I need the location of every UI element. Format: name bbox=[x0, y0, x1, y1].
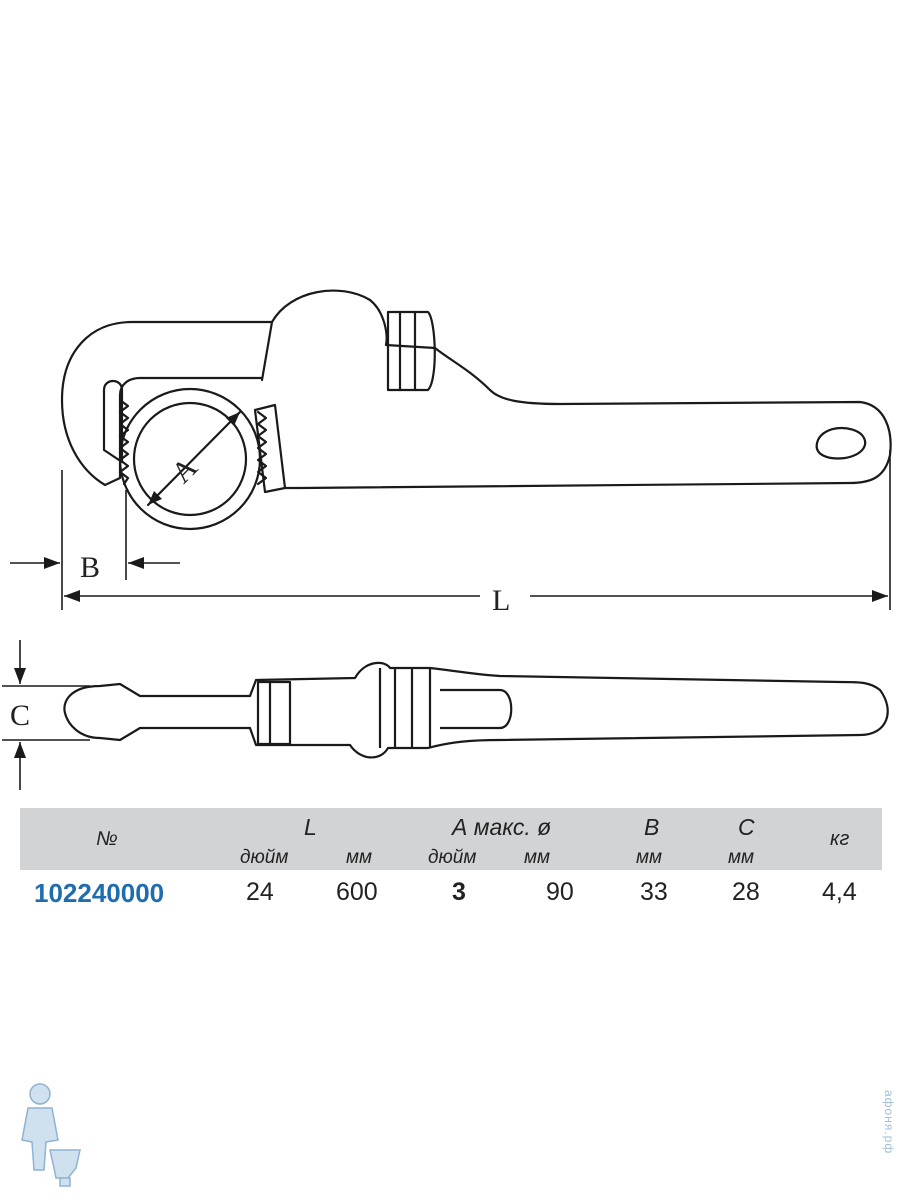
hook-jaw bbox=[60, 320, 274, 487]
cell-A-mm: 90 bbox=[546, 878, 574, 906]
cell-C-mm: 28 bbox=[732, 878, 760, 906]
header-C: C bbox=[738, 814, 755, 840]
cell-kg: 4,4 bbox=[822, 878, 857, 906]
wrench-housing bbox=[260, 289, 892, 490]
part-number: 102240000 bbox=[34, 878, 165, 908]
cell-L-inch: 24 bbox=[246, 878, 274, 906]
header-B: B bbox=[644, 814, 660, 840]
watermark-text: афоня.рф bbox=[882, 1090, 896, 1155]
spec-table: № L дюйм мм А макс. ø дюйм мм B мм C мм … bbox=[20, 808, 882, 914]
heel-teeth bbox=[256, 410, 268, 486]
top-view-outline bbox=[63, 661, 889, 759]
header-L: L bbox=[304, 814, 317, 840]
top-view-slot bbox=[440, 688, 513, 730]
spec-table-header: № L дюйм мм А макс. ø дюйм мм B мм C мм … bbox=[20, 808, 882, 870]
dim-a-label: A bbox=[165, 451, 204, 490]
header-A-inch: дюйм bbox=[428, 847, 477, 868]
pipe-inner-circle bbox=[132, 401, 248, 517]
hook-teeth bbox=[118, 398, 130, 486]
dim-b-label: B bbox=[80, 551, 100, 584]
top-view-jaw bbox=[256, 680, 292, 746]
cell-L-mm: 600 bbox=[336, 878, 378, 906]
wrench-technical-drawing: A B L C bbox=[2, 289, 892, 790]
header-L-mm: мм bbox=[346, 847, 373, 868]
header-L-inch: дюйм bbox=[240, 847, 289, 868]
dim-c-label: C bbox=[10, 699, 30, 732]
cell-B-mm: 33 bbox=[640, 878, 668, 906]
dim-l-label: L bbox=[492, 584, 510, 617]
pipe-circle bbox=[118, 387, 262, 531]
table-row: 102240000 24 600 3 90 33 28 4,4 bbox=[20, 870, 882, 914]
header-no: № bbox=[96, 828, 118, 850]
plumber-mascot-icon bbox=[21, 1083, 81, 1187]
header-B-mm: мм bbox=[636, 847, 663, 868]
header-C-mm: мм bbox=[728, 847, 755, 868]
header-A-mm: мм bbox=[524, 847, 551, 868]
adjusting-nut bbox=[386, 310, 436, 392]
header-A: А макс. ø bbox=[452, 814, 552, 840]
cell-A-inch: 3 bbox=[452, 878, 466, 906]
header-kg: кг bbox=[830, 828, 850, 850]
handle-hole bbox=[815, 427, 867, 460]
